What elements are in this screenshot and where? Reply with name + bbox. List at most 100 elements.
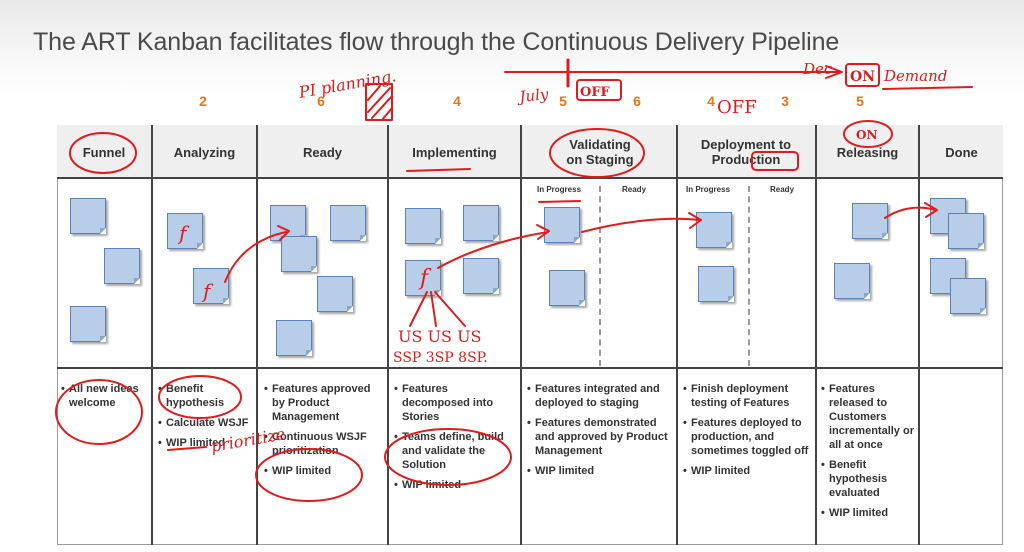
column-header-funnel: Funnel (82, 144, 126, 160)
annotation-user-stories: US US US (398, 327, 482, 346)
wip-ready: 6 (317, 93, 325, 109)
flow-arrow (884, 206, 937, 219)
annotation-off: OFF (717, 97, 757, 118)
annotation-f: f (201, 279, 214, 303)
decomposition-line (434, 291, 466, 327)
sub-column-divider (599, 186, 601, 366)
sub-column-ready: Ready (622, 185, 647, 194)
description-deployment: Finish deployment testing of Features Fe… (683, 382, 813, 484)
header-row (57, 125, 1003, 179)
annotation-circle (549, 128, 645, 178)
annotation-circle (55, 379, 143, 445)
annotation-underline (406, 168, 471, 172)
flow-arrow (224, 231, 287, 283)
feature-card[interactable] (405, 260, 441, 296)
sub-column-ready: Ready (770, 185, 795, 194)
annotation-underline (167, 446, 207, 451)
wip-validating-ready: 6 (633, 93, 641, 109)
column-divider (815, 125, 817, 545)
annotation-story-points: SSP 3SP 8SP. (393, 350, 488, 366)
annotation-circle (384, 428, 512, 486)
annotation-underline (882, 86, 973, 90)
feature-card[interactable] (852, 203, 888, 239)
description-item: WIP limited (264, 464, 382, 478)
description-item: All new ideas welcome (61, 382, 147, 410)
description-item: Continuous WSJF prioritization (264, 430, 382, 458)
annotation-demand: Demand (883, 67, 947, 85)
annotation-arrowhead (536, 224, 550, 240)
annotation-circle (255, 448, 363, 502)
feature-card[interactable] (544, 207, 580, 243)
description-ready: Features approved by Product Management … (264, 382, 382, 484)
feature-card[interactable] (276, 320, 312, 356)
description-funnel: All new ideas welcome (61, 382, 147, 416)
sub-column-in-progress: In Progress (686, 185, 731, 194)
column-divider (676, 125, 678, 545)
feature-card[interactable] (549, 270, 585, 306)
feature-card[interactable] (317, 276, 353, 312)
column-divider (387, 125, 389, 545)
column-header-validating: Validating on Staging (566, 137, 634, 167)
description-item: Features demonstrated and approved by Pr… (527, 416, 673, 458)
annotation-box (751, 151, 799, 171)
pi-planning-hatch (367, 85, 393, 121)
column-header-deployment: Deployment to Production (700, 137, 792, 167)
annotation-off: OFF (580, 85, 611, 100)
decomposition-line (430, 291, 437, 327)
feature-card[interactable] (70, 306, 106, 342)
feature-card[interactable] (167, 213, 203, 249)
feature-card[interactable] (698, 266, 734, 302)
sub-column-in-progress: In Progress (537, 185, 582, 194)
feature-card[interactable] (330, 205, 366, 241)
column-header-releasing: Releasing (836, 144, 899, 160)
flow-arrow (437, 231, 549, 269)
feature-card[interactable] (70, 198, 106, 234)
pi-planning-marker (365, 83, 393, 121)
description-item: Features deployed to production, and som… (683, 416, 813, 458)
column-divider (918, 125, 920, 545)
description-item: Features integrated and deployed to stag… (527, 382, 673, 410)
description-item: Benefit hypothesis (158, 382, 254, 410)
title-banner: The ART Kanban facilitates flow through … (0, 0, 1024, 95)
description-analyzing: Benefit hypothesis Calculate WSJF WIP li… (158, 382, 254, 456)
annotation-dec: Dec (802, 60, 833, 78)
annotation-prioritize: prioritize (209, 424, 286, 456)
feature-card[interactable] (463, 205, 499, 241)
wip-releasing: 5 (856, 93, 864, 109)
wip-implementing: 4 (453, 93, 461, 109)
description-item: Finish deployment testing of Features (683, 382, 813, 410)
feature-card[interactable] (405, 208, 441, 244)
annotation-on: ON (856, 128, 877, 142)
description-item: WIP limited (527, 464, 673, 478)
feature-card[interactable] (950, 278, 986, 314)
feature-card[interactable] (463, 258, 499, 294)
annotation-on: ON (850, 69, 875, 85)
annotation-arrowhead (825, 65, 843, 79)
column-header-done: Done (945, 144, 978, 160)
feature-card[interactable] (193, 268, 229, 304)
description-item: WIP limited (821, 506, 916, 520)
feature-card[interactable] (948, 213, 984, 249)
description-item: WIP limited (158, 436, 254, 450)
feature-card[interactable] (104, 248, 140, 284)
annotation-f: f (418, 266, 432, 291)
feature-card[interactable] (834, 263, 870, 299)
description-validating: Features integrated and deployed to stag… (527, 382, 673, 484)
annotation-underline (538, 200, 581, 203)
description-item: Features decomposed into Stories (394, 382, 516, 424)
annotation-circle (158, 375, 242, 419)
feature-card[interactable] (281, 236, 317, 272)
description-releasing: Features released to Customers increment… (821, 382, 916, 526)
annotation-f: f (177, 221, 190, 245)
feature-card[interactable] (696, 212, 732, 248)
description-item: Teams define, build and validate the Sol… (394, 430, 516, 472)
wip-validating-in-progress: 5 (559, 93, 567, 109)
flow-arrow (581, 217, 701, 233)
column-divider (256, 125, 258, 545)
annotation-box (576, 79, 622, 101)
sub-column-divider (748, 186, 750, 366)
description-implementing: Features decomposed into Stories Teams d… (394, 382, 516, 498)
wip-deployment-ready: 3 (781, 93, 789, 109)
annotation-circle (69, 132, 137, 174)
